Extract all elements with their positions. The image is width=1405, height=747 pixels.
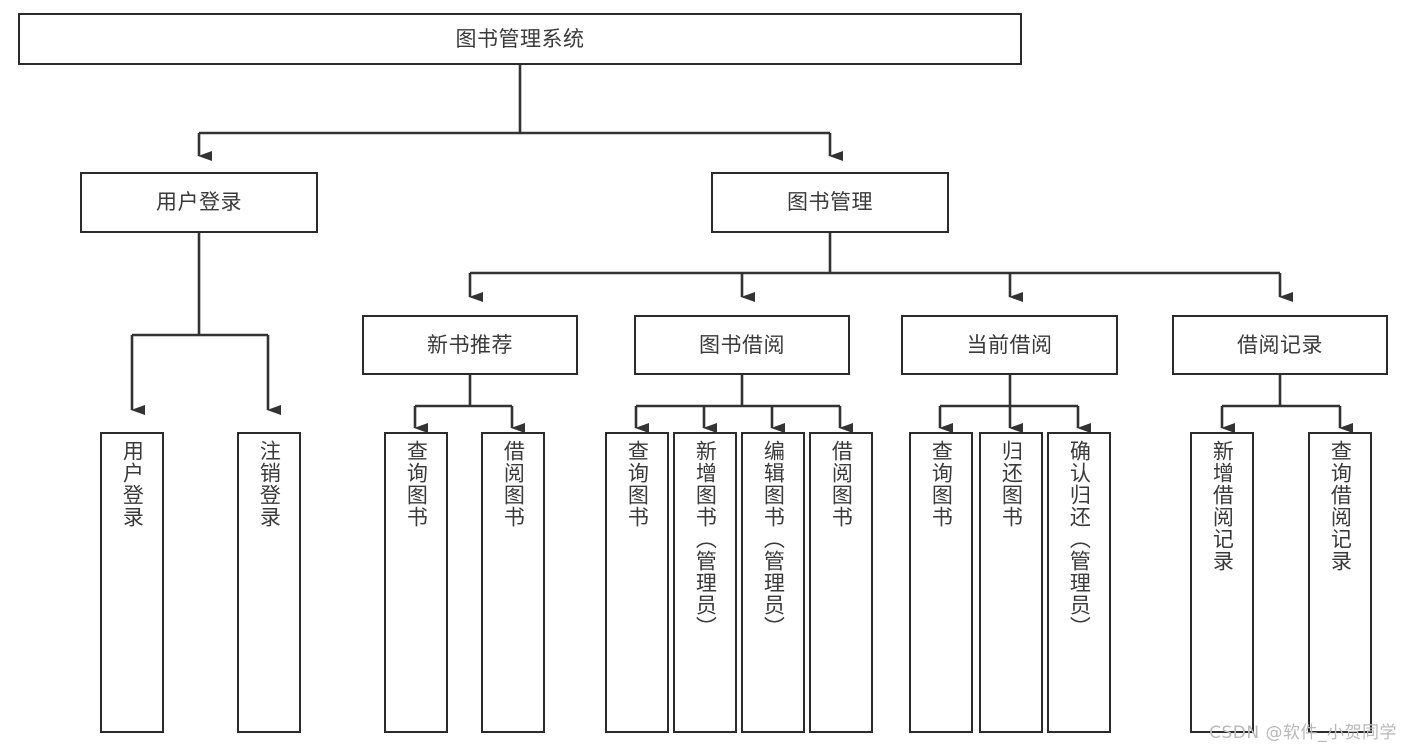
watermark: CSDN @软件_小贺同学 <box>1209 723 1397 743</box>
edge-group-new-book-rec <box>413 375 525 433</box>
node-leaf-query-book-2-label: 查询图书 <box>625 440 650 528</box>
node-new-book-rec-label: 新书推荐 <box>427 332 513 357</box>
node-book-borrow[interactable]: 图书借阅 <box>634 315 850 375</box>
node-leaf-edit-book-label: 编辑图书（管理员） <box>761 440 786 638</box>
node-user-login-label: 用户登录 <box>156 190 242 215</box>
node-leaf-return-book[interactable]: 归还图书 <box>979 432 1043 733</box>
edge-group-borrow-record <box>1220 375 1353 433</box>
node-leaf-logout-label: 注销登录 <box>257 440 282 528</box>
node-leaf-add-book[interactable]: 新增图书（管理员） <box>673 432 737 733</box>
node-current-borrow-label: 当前借阅 <box>966 332 1053 357</box>
node-book-borrow-label: 图书借阅 <box>699 332 785 357</box>
edge-group-book-manage <box>468 233 1293 302</box>
node-leaf-query-book-3[interactable]: 查询图书 <box>909 432 973 733</box>
node-book-manage[interactable]: 图书管理 <box>711 172 949 233</box>
node-leaf-return-book-label: 归还图书 <box>999 440 1024 528</box>
edge-group-current-borrow <box>938 375 1091 433</box>
node-borrow-record-label: 借阅记录 <box>1237 332 1323 357</box>
node-current-borrow[interactable]: 当前借阅 <box>901 315 1118 375</box>
edge-group-book-borrow <box>634 375 853 433</box>
node-leaf-logout[interactable]: 注销登录 <box>237 432 301 733</box>
node-leaf-borrow-book-1-label: 借阅图书 <box>501 440 526 528</box>
node-leaf-add-record[interactable]: 新增借阅记录 <box>1190 432 1254 733</box>
node-leaf-confirm-return-label: 确认归还（管理员） <box>1067 440 1092 638</box>
node-leaf-add-book-label: 新增图书（管理员） <box>693 440 718 638</box>
node-root[interactable]: 图书管理系统 <box>18 13 1022 65</box>
edge-group-root <box>197 65 843 161</box>
node-leaf-user-login[interactable]: 用户登录 <box>100 432 164 733</box>
edge-group-user-login <box>130 233 281 415</box>
node-root-label: 图书管理系统 <box>455 26 585 51</box>
node-leaf-borrow-book-2-label: 借阅图书 <box>829 440 854 528</box>
node-leaf-query-record[interactable]: 查询借阅记录 <box>1308 432 1372 733</box>
node-leaf-borrow-book-1[interactable]: 借阅图书 <box>481 432 545 733</box>
node-leaf-query-book-1-label: 查询图书 <box>404 440 429 528</box>
node-leaf-confirm-return[interactable]: 确认归还（管理员） <box>1047 432 1111 733</box>
node-leaf-edit-book[interactable]: 编辑图书（管理员） <box>741 432 805 733</box>
node-borrow-record[interactable]: 借阅记录 <box>1172 315 1388 375</box>
node-leaf-query-book-2[interactable]: 查询图书 <box>605 432 669 733</box>
node-leaf-add-record-label: 新增借阅记录 <box>1210 440 1235 572</box>
node-leaf-user-login-label: 用户登录 <box>120 440 145 528</box>
node-leaf-query-book-3-label: 查询图书 <box>929 440 954 528</box>
node-user-login[interactable]: 用户登录 <box>80 172 318 233</box>
node-leaf-borrow-book-2[interactable]: 借阅图书 <box>809 432 873 733</box>
node-new-book-rec[interactable]: 新书推荐 <box>362 315 578 375</box>
node-leaf-query-book-1[interactable]: 查询图书 <box>384 432 448 733</box>
node-leaf-query-record-label: 查询借阅记录 <box>1328 440 1353 572</box>
node-book-manage-label: 图书管理 <box>787 190 873 215</box>
